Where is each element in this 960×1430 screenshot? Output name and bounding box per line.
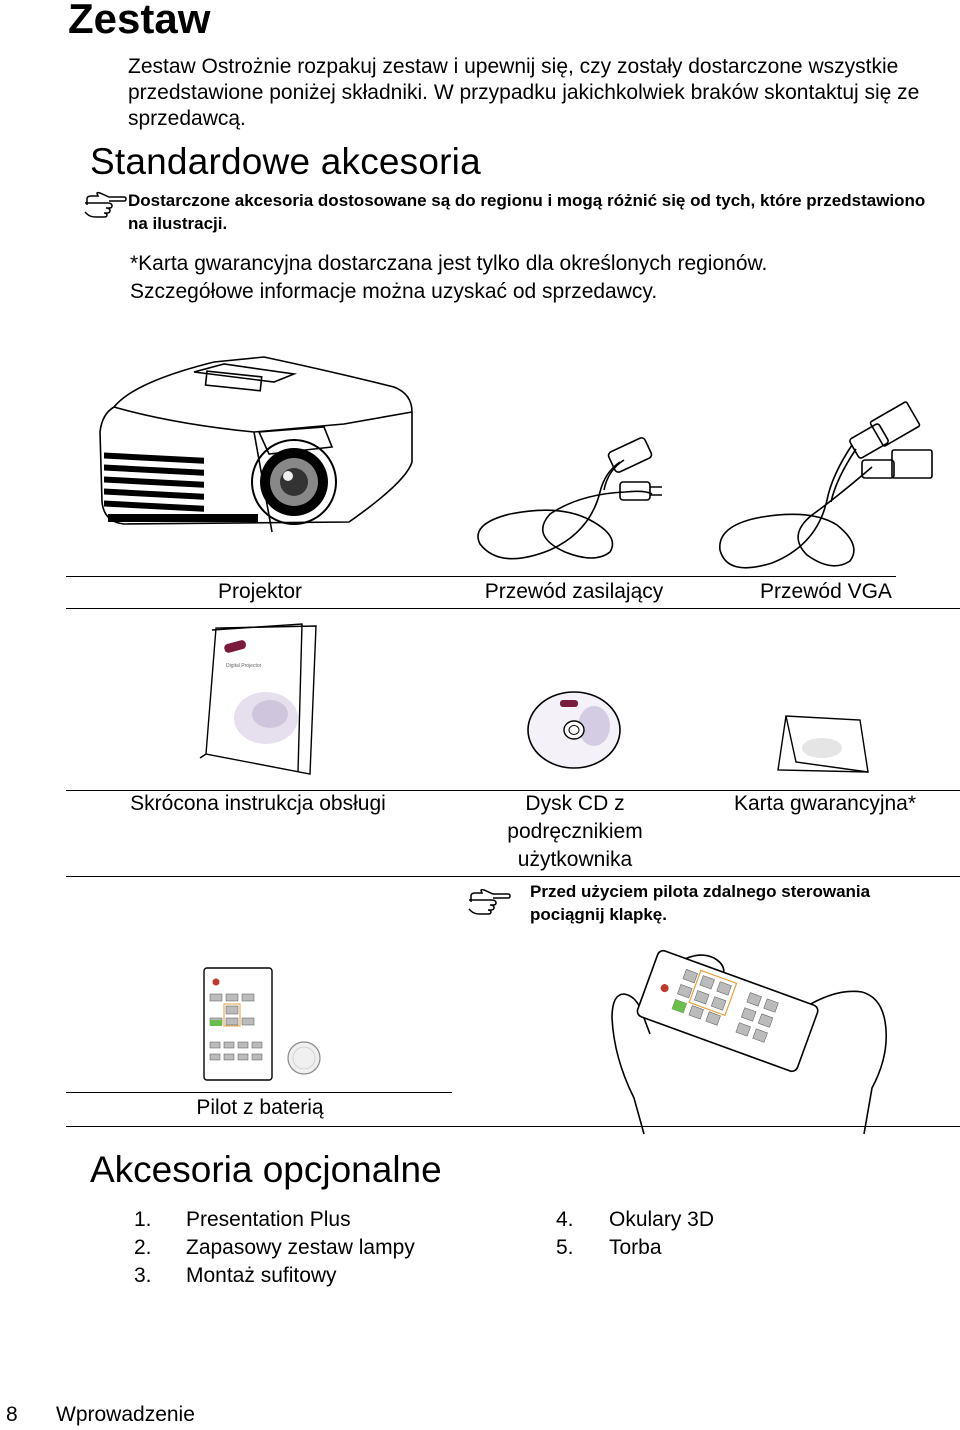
caption-quick-guide: Skrócona instrukcja obsługi	[130, 792, 386, 815]
optional-item-label: Presentation Plus	[186, 1208, 351, 1231]
optional-item-label: Torba	[609, 1236, 662, 1259]
row1-bottom-rule	[66, 608, 960, 609]
caption-power-cord: Przewód zasilający	[484, 580, 664, 603]
row2-top-rule	[66, 790, 960, 791]
optional-accessories-heading: Akcesoria opcjonalne	[90, 1149, 442, 1190]
svg-text:Digital Projector: Digital Projector	[226, 663, 262, 669]
footer-section: Wprowadzenie	[56, 1403, 195, 1426]
optional-item-number: 5.	[556, 1236, 574, 1259]
pointing-hand-icon	[84, 191, 127, 218]
caption-cd: Dysk CD z podręcznikiem użytkownika	[507, 792, 643, 871]
warranty-line-1: *Karta gwarancyjna dostarczana jest tylk…	[130, 252, 768, 275]
warranty-card-illustration	[777, 715, 869, 773]
optional-item-number: 1.	[134, 1208, 152, 1231]
optional-item-label: Okulary 3D	[609, 1208, 715, 1231]
remote-top-rule	[66, 1092, 452, 1093]
power-cord-illustration	[477, 437, 662, 560]
remote-battery-illustration	[203, 967, 321, 1081]
page-number: 8	[6, 1403, 18, 1426]
cd-illustration	[527, 691, 621, 769]
quick-guide-illustration: Digital Projector	[199, 623, 317, 775]
remote-in-hands-illustration	[611, 949, 888, 1135]
warranty-note: *Karta gwarancyjna dostarczana jest tylk…	[130, 250, 950, 306]
page-title: Zestaw	[68, 0, 211, 42]
remote-note: Przed użyciem pilota zdalnego sterowania…	[530, 882, 871, 924]
optional-item-label: Zapasowy zestaw lampy	[186, 1236, 415, 1259]
pointing-hand-icon	[468, 888, 511, 915]
optional-item-number: 4.	[556, 1208, 574, 1231]
vga-cable-illustration	[719, 401, 933, 569]
standard-accessories-heading: Standardowe akcesoria	[90, 141, 481, 182]
standard-note: Dostarczone akcesoria dostosowane są do …	[128, 191, 926, 233]
remote-bottom-rule	[66, 1126, 960, 1127]
optional-item-label: Montaż sufitowy	[186, 1264, 337, 1287]
optional-item-number: 2.	[134, 1236, 152, 1259]
row2-bottom-rule	[66, 876, 960, 877]
intro-paragraph: Zestaw Ostrożnie rozpakuj zestaw i upewn…	[128, 55, 920, 130]
optional-item-number: 3.	[134, 1264, 152, 1287]
caption-projector: Projektor	[217, 580, 303, 603]
row1-top-rule	[66, 576, 896, 577]
projector-illustration	[99, 356, 413, 533]
caption-vga-cable: Przewód VGA	[760, 580, 892, 603]
warranty-line-2: Szczegółowe informacje można uzyskać od …	[130, 280, 658, 303]
caption-remote: Pilot z baterią	[196, 1096, 324, 1119]
caption-warranty-card: Karta gwarancyjna*	[733, 792, 917, 815]
